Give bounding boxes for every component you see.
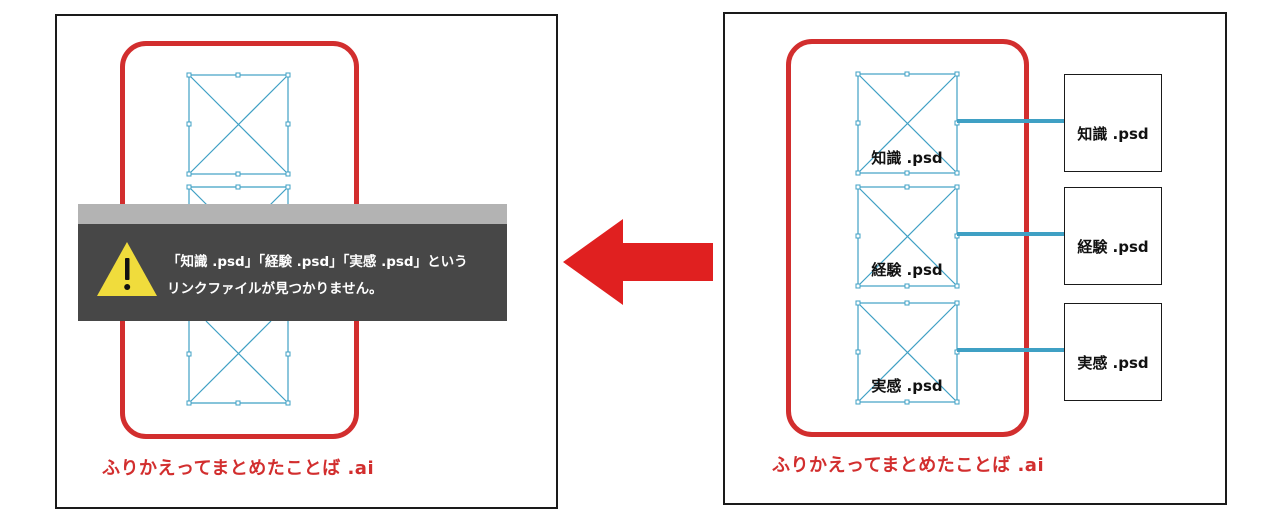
alert-title-bar	[78, 204, 507, 224]
image-placeholder	[186, 320, 291, 406]
document-filename: ふりかえってまとめたことば .ai	[772, 455, 1045, 476]
linked-file: 実感 .psd	[1064, 303, 1162, 401]
placed-file-label: 知識 .psd	[871, 149, 943, 167]
image-placeholder	[186, 72, 291, 177]
link-connector	[957, 232, 1064, 236]
artboard-frame	[786, 39, 1029, 437]
placed-file-label: 実感 .psd	[871, 377, 943, 395]
linked-file-name: 実感 .psd	[1077, 354, 1149, 372]
document-filename: ふりかえってまとめたことば .ai	[102, 458, 375, 479]
linked-file: 経験 .psd	[1064, 187, 1162, 285]
linked-file-name: 知識 .psd	[1077, 125, 1149, 143]
linked-file-name: 経験 .psd	[1077, 238, 1149, 256]
link-connector	[957, 119, 1064, 123]
alert-message-line: 「知識 .psd」「経験 .psd」「実感 .psd」という	[167, 254, 468, 270]
missing-links-alert	[78, 224, 507, 321]
linked-image-placeholder	[855, 184, 960, 289]
placed-file-label: 経験 .psd	[871, 261, 943, 279]
linked-image-placeholder	[855, 300, 960, 405]
link-connector	[957, 348, 1064, 352]
image-placeholder	[186, 184, 291, 207]
arrow-left-icon	[563, 219, 713, 305]
linked-file: 知識 .psd	[1064, 74, 1162, 172]
warning-icon	[97, 242, 157, 296]
alert-message-line: リンクファイルが見つかりません。	[167, 281, 383, 297]
